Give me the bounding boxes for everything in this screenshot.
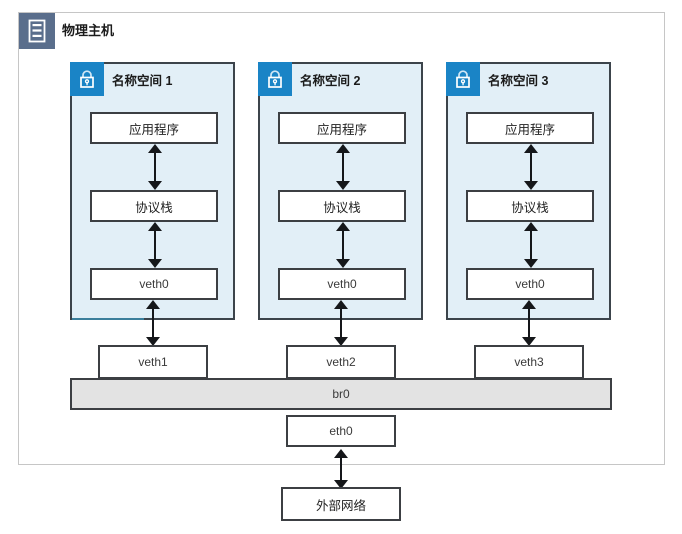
- lock-icon: [258, 62, 292, 96]
- namespace-container-2: 名称空间 2 应用程序 协议栈 veth0: [258, 62, 423, 320]
- node-veth3: veth3: [474, 345, 584, 379]
- host-server-icon: [19, 13, 55, 49]
- arrow-veth0-veth2: [334, 300, 348, 346]
- node-application-2: 应用程序: [278, 112, 406, 144]
- arrow-app-stack-2: [336, 144, 350, 190]
- arrow-app-stack-3: [524, 144, 538, 190]
- arrow-veth0-veth3: [522, 300, 536, 346]
- node-protocol-stack-2: 协议栈: [278, 190, 406, 222]
- node-external-network: 外部网络: [281, 487, 401, 521]
- node-veth0-1: veth0: [90, 268, 218, 300]
- node-protocol-stack-1: 协议栈: [90, 190, 218, 222]
- arrow-eth0-external: [334, 449, 348, 489]
- node-veth0-3: veth0: [466, 268, 594, 300]
- arrow-stack-veth-2: [336, 222, 350, 268]
- namespace-title-3: 名称空间 3: [488, 74, 549, 88]
- arrow-stack-veth-3: [524, 222, 538, 268]
- node-application-1: 应用程序: [90, 112, 218, 144]
- bridge-br0: br0: [70, 378, 612, 410]
- node-protocol-stack-3: 协议栈: [466, 190, 594, 222]
- lock-icon: [446, 62, 480, 96]
- node-veth2: veth2: [286, 345, 396, 379]
- node-application-3: 应用程序: [466, 112, 594, 144]
- physical-host-title: 物理主机: [62, 23, 115, 38]
- arrow-veth0-veth1: [146, 300, 160, 346]
- namespace-accent-line: [72, 318, 144, 320]
- node-eth0: eth0: [286, 415, 396, 447]
- arrow-app-stack-1: [148, 144, 162, 190]
- namespace-container-3: 名称空间 3 应用程序 协议栈 veth0: [446, 62, 611, 320]
- namespace-container-1: 名称空间 1 应用程序 协议栈 veth0: [70, 62, 235, 320]
- node-veth0-2: veth0: [278, 268, 406, 300]
- node-veth1: veth1: [98, 345, 208, 379]
- lock-icon: [70, 62, 104, 96]
- namespace-title-2: 名称空间 2: [300, 74, 361, 88]
- namespace-title-1: 名称空间 1: [112, 74, 173, 88]
- arrow-stack-veth-1: [148, 222, 162, 268]
